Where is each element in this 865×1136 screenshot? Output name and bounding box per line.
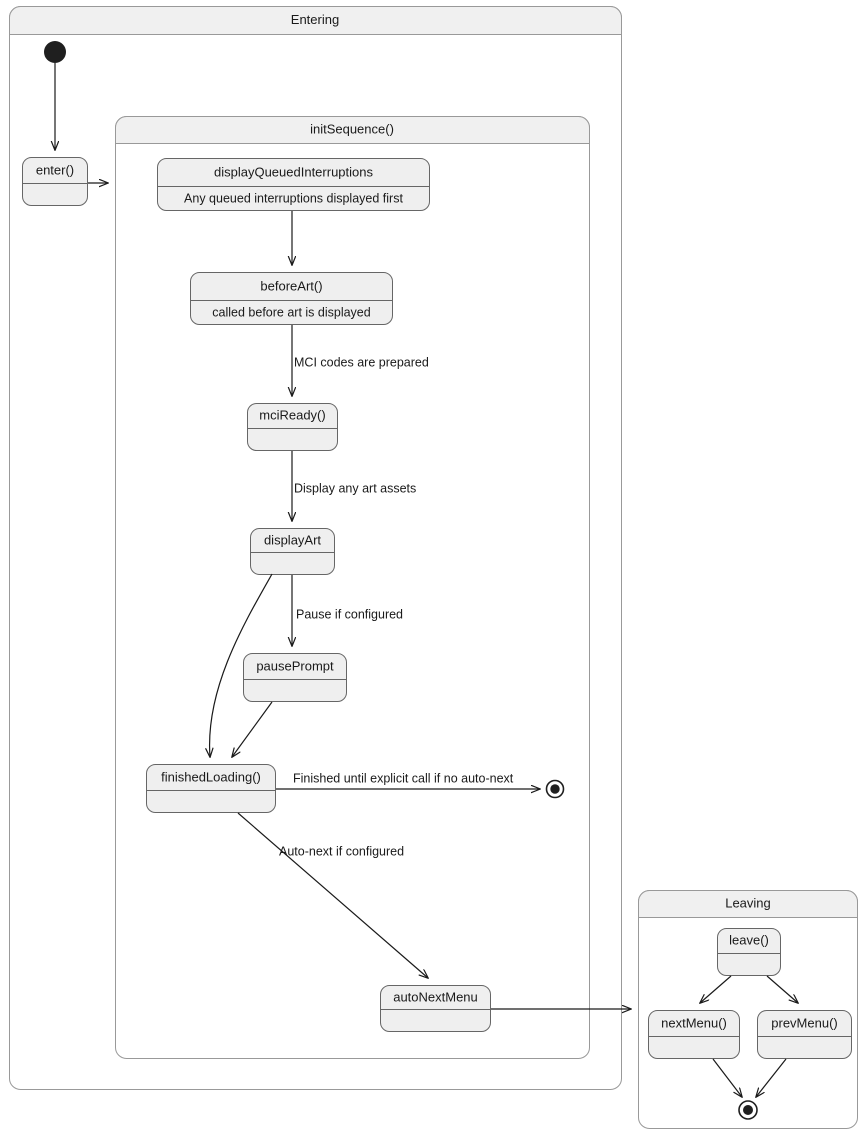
initial-state-node[interactable] [44, 41, 66, 63]
edge-pauseprompt-to-finishedloading [232, 701, 273, 757]
state-display-queued-interruptions[interactable]: displayQueuedInterruptions Any queued in… [157, 158, 430, 211]
state-enter-label: enter() [36, 162, 74, 177]
state-finishedloading-box [146, 764, 276, 813]
final-state-leaving-dot [743, 1105, 753, 1115]
edge-label-display-art-assets: Display any art assets [294, 481, 416, 495]
initsequence-header-band [115, 116, 590, 144]
state-displayart-label: displayArt [264, 532, 321, 547]
state-next-menu[interactable]: nextMenu() [648, 1010, 740, 1059]
state-prev-menu[interactable]: prevMenu() [757, 1010, 852, 1059]
state-finished-loading[interactable]: finishedLoading() [146, 764, 276, 813]
state-pause-prompt[interactable]: pausePrompt [243, 653, 347, 702]
final-state-leaving[interactable] [738, 1100, 758, 1120]
state-pauseprompt-box [243, 653, 347, 702]
state-leave-box [717, 928, 781, 976]
state-autonextmenu-label: autoNextMenu [393, 989, 478, 1004]
composite-state-initsequence[interactable]: initSequence() [115, 116, 590, 1059]
state-leave[interactable]: leave() [717, 928, 781, 976]
state-before-art[interactable]: beforeArt() called before art is display… [190, 272, 393, 325]
state-beforeart-label: beforeArt() [260, 278, 322, 293]
leaving-header-band [638, 890, 858, 918]
edge-label-mci-codes: MCI codes are prepared [294, 355, 429, 369]
edge-leave-to-prevmenu [766, 975, 798, 1003]
state-dqi-label: displayQueuedInterruptions [214, 164, 373, 179]
state-display-art[interactable]: displayArt [250, 528, 335, 575]
leaving-boundary [638, 890, 858, 1129]
final-state-entering[interactable] [545, 779, 565, 799]
composite-state-leaving[interactable]: Leaving [638, 890, 858, 1129]
edge-prevmenu-to-final [756, 1058, 787, 1097]
state-beforeart-box [190, 272, 393, 325]
initsequence-boundary [115, 116, 590, 1059]
state-enter-box [22, 157, 88, 206]
state-beforeart-desc: called before art is displayed [212, 305, 370, 319]
edge-leave-to-nextmenu [700, 975, 732, 1003]
state-mciready-box [247, 403, 338, 451]
state-dqi-box [157, 158, 430, 211]
state-prevmenu-box [757, 1010, 852, 1059]
entering-header-band [9, 6, 622, 35]
state-auto-next-menu[interactable]: autoNextMenu [380, 985, 491, 1032]
state-prevmenu-label: prevMenu() [771, 1015, 837, 1030]
state-enter[interactable]: enter() [22, 157, 88, 206]
edge-displayart-to-finishedloading [210, 573, 273, 757]
state-nextmenu-box [648, 1010, 740, 1059]
edge-label-auto-next-if-configured: Auto-next if configured [279, 844, 404, 858]
edge-label-pause-if-configured: Pause if configured [296, 607, 403, 621]
state-nextmenu-label: nextMenu() [661, 1015, 727, 1030]
state-pauseprompt-label: pausePrompt [256, 658, 334, 673]
final-state-entering-dot [550, 784, 560, 794]
leaving-title: Leaving [725, 895, 771, 910]
entering-title: Entering [291, 12, 339, 27]
initsequence-title: initSequence() [310, 121, 394, 136]
edge-label-finished-until-explicit: Finished until explicit call if no auto-… [293, 771, 514, 785]
state-finishedloading-label: finishedLoading() [161, 769, 261, 784]
state-mciready-label: mciReady() [259, 407, 325, 422]
edge-finishedloading-to-autonextmenu [237, 812, 428, 978]
state-leave-label: leave() [729, 932, 769, 947]
state-dqi-desc: Any queued interruptions displayed first [184, 191, 403, 205]
state-displayart-box [250, 528, 335, 575]
state-mci-ready[interactable]: mciReady() [247, 403, 338, 451]
edge-nextmenu-to-final [712, 1058, 742, 1097]
state-autonextmenu-box [380, 985, 491, 1032]
